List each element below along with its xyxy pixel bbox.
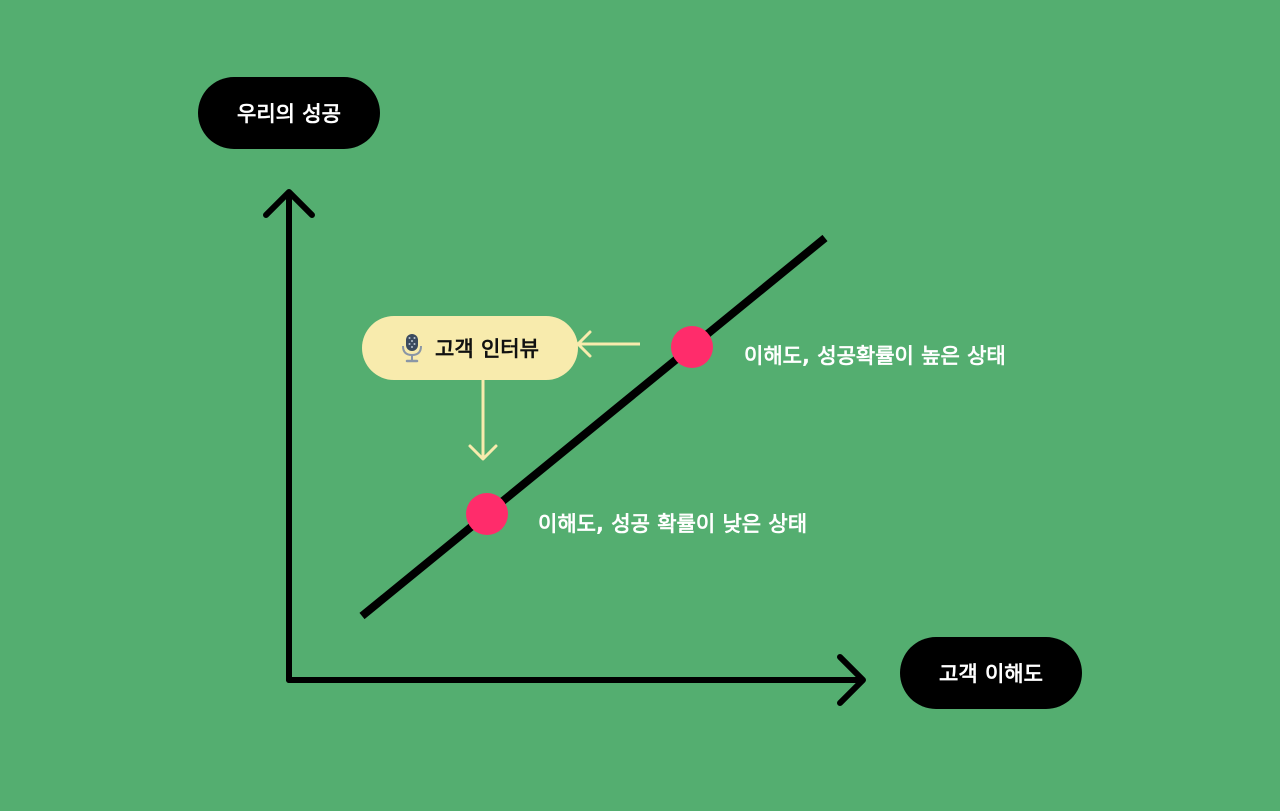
microphone-icon <box>402 334 423 363</box>
arrow-to-interview-head <box>576 330 592 358</box>
x-axis-arrowhead <box>837 654 866 706</box>
state-high-label: 이해도, 성공확률이 높은 상태 <box>744 344 1006 368</box>
x-axis-label-pill: 고객 이해도 <box>900 637 1082 709</box>
point-low-state <box>466 493 508 535</box>
x-axis-label: 고객 이해도 <box>939 662 1043 686</box>
interview-label: 고객 인터뷰 <box>435 337 539 361</box>
y-axis-label-pill: 우리의 성공 <box>198 77 380 149</box>
point-high-state <box>671 326 713 368</box>
y-axis-label: 우리의 성공 <box>237 102 341 126</box>
trend-line <box>359 234 828 620</box>
state-low-label: 이해도, 성공 확률이 낮은 상태 <box>538 512 808 536</box>
y-axis-arrowhead <box>263 189 315 218</box>
interview-pill: 고객 인터뷰 <box>362 316 578 380</box>
arrow-from-interview-head <box>468 444 498 461</box>
